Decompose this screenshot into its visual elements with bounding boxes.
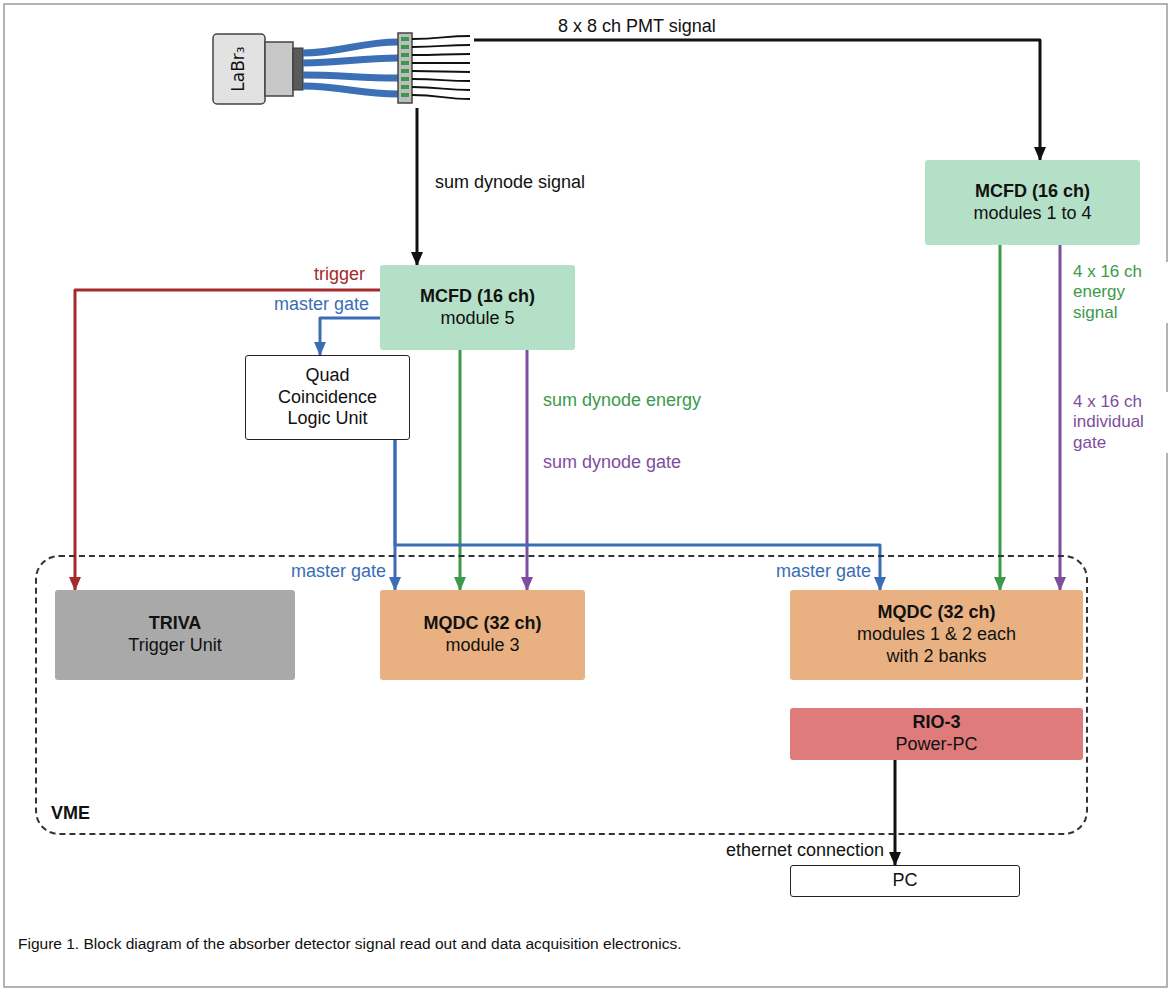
pmt-body bbox=[265, 42, 293, 96]
signal-connector bbox=[894, 760, 897, 865]
crystal-housing bbox=[213, 34, 265, 104]
signal-connector bbox=[1059, 245, 1062, 590]
cable bbox=[303, 42, 398, 53]
signal-wire bbox=[412, 71, 470, 72]
mcfd-module: MCFD (16 ch)modules 1 to 4 bbox=[925, 160, 1140, 245]
signal-wire bbox=[412, 87, 470, 90]
signal-connector bbox=[526, 350, 529, 590]
connector-plate bbox=[398, 33, 412, 103]
signal-label: sum dynode gate bbox=[540, 452, 684, 474]
signal-connector bbox=[320, 318, 380, 355]
pc-box: PC bbox=[790, 865, 1020, 897]
connector-pin bbox=[401, 85, 409, 89]
signal-wire bbox=[412, 36, 470, 39]
connector-pin bbox=[401, 45, 409, 49]
signal-connector bbox=[395, 440, 880, 590]
signal-wire bbox=[412, 54, 470, 55]
cable bbox=[303, 58, 398, 63]
vme-crate: VMETRIVATrigger UnitMQDC (32 ch)module 3… bbox=[35, 555, 1088, 835]
signal-connector bbox=[459, 350, 462, 590]
signal-label: 4 x 16 ch individual gate bbox=[1070, 392, 1171, 453]
mcfd-module: MCFD (16 ch)module 5 bbox=[380, 265, 575, 350]
node-subtitle: module 3 bbox=[445, 635, 519, 657]
node-title: MQDC (32 ch) bbox=[423, 613, 541, 635]
cable bbox=[303, 75, 398, 78]
signal-label: master gate bbox=[288, 561, 389, 583]
node-subtitle: modules 1 to 4 bbox=[973, 203, 1091, 225]
trigger-unit-box: TRIVATrigger Unit bbox=[55, 590, 295, 680]
node-subtitle: module 5 bbox=[440, 308, 514, 330]
node-subtitle: modules 1 & 2 each with 2 banks bbox=[842, 624, 1032, 668]
connector-pin bbox=[401, 53, 409, 57]
figure-frame bbox=[4, 4, 1167, 987]
signal-label: ethernet connection bbox=[723, 840, 887, 862]
node-title: LaBr₃ bbox=[228, 46, 249, 91]
connector-pin bbox=[401, 93, 409, 97]
connector-pin bbox=[401, 69, 409, 73]
connector-pin bbox=[401, 37, 409, 41]
detector: LaBr₃ bbox=[212, 28, 474, 108]
node-title: MCFD (16 ch) bbox=[975, 181, 1090, 203]
connector-pin bbox=[401, 77, 409, 81]
node-title: MCFD (16 ch) bbox=[420, 286, 535, 308]
node-title: PC bbox=[892, 870, 917, 892]
signal-wire bbox=[412, 45, 470, 47]
signal-label: 4 x 16 ch energy signal bbox=[1070, 262, 1171, 323]
pmt-base bbox=[293, 48, 303, 90]
cpu-box: RIO-3Power-PC bbox=[790, 708, 1083, 760]
signal-label: master gate bbox=[773, 561, 874, 583]
signal-label: sum dynode energy bbox=[540, 390, 704, 412]
node-subtitle: Power-PC bbox=[895, 734, 977, 756]
signal-label: 8 x 8 ch PMT signal bbox=[555, 16, 719, 38]
signal-label: master gate bbox=[271, 294, 372, 316]
signal-connector bbox=[75, 290, 380, 590]
signal-wire bbox=[412, 62, 470, 64]
signal-label: sum dynode signal bbox=[432, 172, 588, 194]
signal-wire bbox=[412, 95, 470, 99]
node-title: MQDC (32 ch) bbox=[877, 602, 995, 624]
signal-connector bbox=[474, 40, 1040, 160]
logic-unit-box: Quad Coincidence Logic Unit bbox=[245, 355, 410, 440]
detector-illustration bbox=[213, 33, 470, 104]
mqdc-module: MQDC (32 ch)module 3 bbox=[380, 590, 585, 680]
node-title: Quad Coincidence Logic Unit bbox=[254, 365, 401, 431]
mqdc-module: MQDC (32 ch)modules 1 & 2 each with 2 ba… bbox=[790, 590, 1083, 680]
signal-connector bbox=[416, 108, 419, 265]
signal-label: trigger bbox=[311, 264, 368, 286]
node-subtitle: Trigger Unit bbox=[128, 635, 221, 657]
signal-wire bbox=[412, 79, 470, 81]
figure-caption: Figure 1. Block diagram of the absorber … bbox=[18, 934, 1148, 953]
connector-pin bbox=[401, 61, 409, 65]
signal-connector bbox=[999, 245, 1002, 590]
node-title: VME bbox=[51, 803, 90, 825]
node-title: TRIVA bbox=[149, 613, 202, 635]
node-title: RIO-3 bbox=[912, 712, 960, 734]
cable bbox=[303, 86, 398, 94]
